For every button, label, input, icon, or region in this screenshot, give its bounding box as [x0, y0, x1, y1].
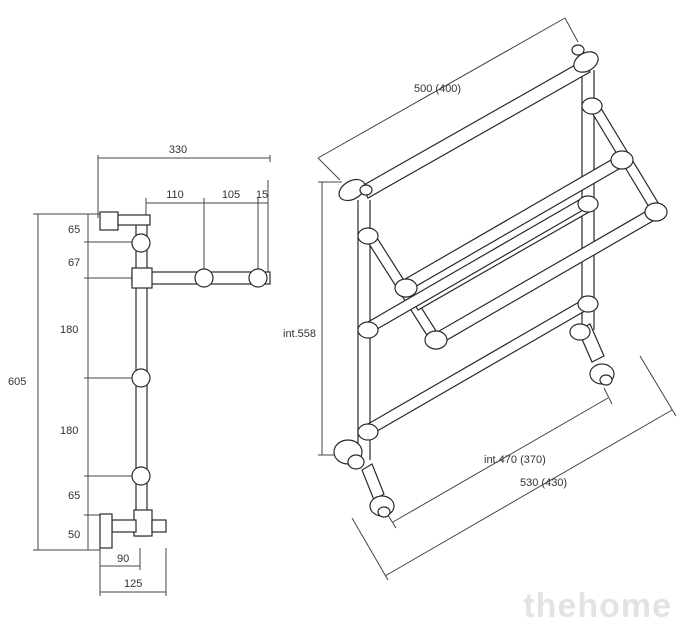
- iso-joint-9: [357, 423, 379, 441]
- iso-wall-flange-right: [569, 323, 591, 341]
- dimension-330: 330: [97, 144, 271, 218]
- iso-top-cap-left-end: [359, 184, 373, 196]
- dim-125-label: 125: [124, 578, 142, 590]
- side-view: 330 110 105 15 605 65: [8, 144, 271, 596]
- iso-top-bar: [361, 59, 591, 199]
- iso-top-cap-left: [338, 178, 366, 202]
- dim-15-label: 15: [256, 189, 268, 201]
- watermark-logo: thehome: [523, 587, 672, 625]
- dim-50-label: 50: [68, 529, 80, 541]
- iso-rail-body: [333, 44, 668, 518]
- dimension-bottom: 90 125: [99, 548, 167, 596]
- iso-joint-6: [644, 202, 668, 222]
- dim-outer-width-label: 530 (430): [520, 477, 567, 489]
- side-valve-outlet: [151, 519, 167, 533]
- iso-joint-5: [424, 330, 448, 350]
- iso-wall-flange-left-inner: [347, 454, 365, 470]
- iso-joint-2: [581, 97, 603, 115]
- side-rail-ball-1: [194, 268, 214, 288]
- iso-joint-1: [357, 227, 379, 245]
- dim-67-label: 67: [68, 257, 80, 269]
- side-rail-ball-2: [248, 268, 268, 288]
- dimension-inner-width: int.470 (370): [385, 387, 613, 529]
- dimension-height: int.558: [283, 181, 342, 456]
- side-middle-ball: [131, 368, 151, 388]
- side-valve-pipe: [111, 519, 137, 533]
- dim-110-label: 110: [166, 189, 184, 201]
- iso-joint-7: [357, 321, 379, 339]
- side-lower-ball: [131, 466, 151, 486]
- dim-65-bottom-label: 65: [68, 490, 80, 502]
- side-top-arm: [117, 214, 151, 226]
- iso-top-cap-right-end: [571, 44, 585, 56]
- side-valve-body: [133, 509, 153, 537]
- side-rail-body: [99, 211, 271, 549]
- dimension-vertical-chain: 65 67 180 180 65 50: [60, 214, 132, 550]
- iso-joint-3: [394, 278, 418, 298]
- iso-joint-8: [577, 195, 599, 213]
- iso-joint-4: [610, 150, 634, 170]
- dimension-110-105-15: 110 105 15: [145, 180, 269, 272]
- dimension-depth: 500 (400): [317, 17, 579, 181]
- dim-inner-width-label: int.470 (370): [484, 454, 546, 466]
- side-top-ball: [131, 233, 151, 253]
- side-top-wall-bracket: [99, 211, 119, 231]
- iso-bar-1: [399, 155, 625, 293]
- dim-depth-label: 500 (400): [414, 83, 461, 95]
- dim-180-a-label: 180: [60, 324, 78, 336]
- iso-foot-left-inner: [377, 506, 391, 518]
- iso-valve-left: [361, 463, 385, 501]
- dimension-outer-width: 530 (430): [351, 355, 677, 581]
- side-arm-joint: [131, 267, 153, 289]
- dim-330-label: 330: [169, 144, 187, 156]
- side-floor-flange: [99, 513, 113, 549]
- dim-height-label: int.558: [283, 328, 316, 340]
- dim-605-label: 605: [8, 376, 26, 388]
- dim-105-label: 105: [222, 189, 240, 201]
- iso-foot-right-inner: [599, 374, 613, 386]
- dimension-605: 605: [8, 213, 100, 551]
- iso-joint-10: [577, 295, 599, 313]
- iso-view: 500 (400) int.558 int.470 (370) 530 (430…: [283, 17, 677, 581]
- dim-180-b-label: 180: [60, 425, 78, 437]
- dim-65-top-label: 65: [68, 224, 80, 236]
- dim-90-label: 90: [117, 553, 129, 565]
